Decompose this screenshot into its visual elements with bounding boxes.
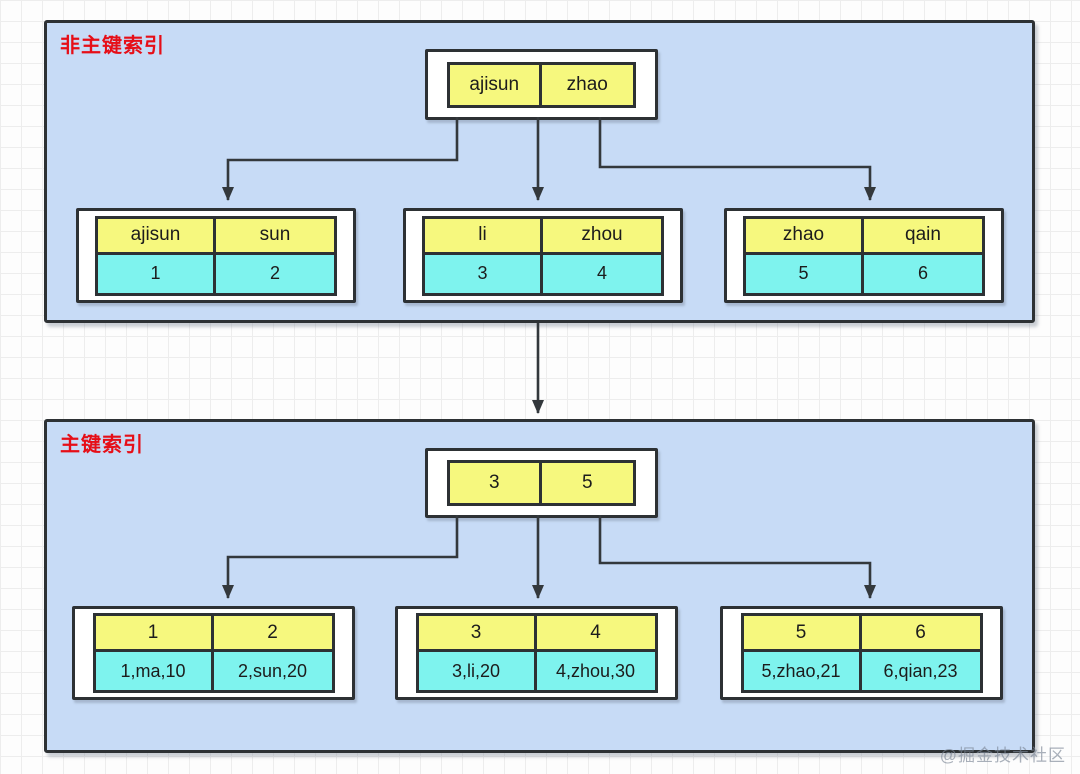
secondary-leaf-node-right: zhao qain 5 6: [724, 208, 1004, 303]
root-cells: 3 5: [447, 460, 636, 506]
primary-root-node: 3 5: [425, 448, 658, 518]
value-cell: 3: [425, 254, 543, 293]
key-cell: 5: [743, 616, 862, 652]
key-cell: ajisun: [98, 218, 216, 255]
value-cell: 4: [543, 254, 661, 293]
primary-leaf-node-left: 1 2 1,ma,10 2,sun,20: [72, 606, 355, 700]
secondary-leaf-node-left: ajisun sun 1 2: [76, 208, 356, 303]
key-cell: qain: [864, 218, 982, 255]
leaf-cells: 5 6 5,zhao,21 6,qian,23: [740, 613, 983, 693]
key-cell: zhou: [543, 218, 661, 255]
key-cell: li: [425, 218, 543, 255]
secondary-leaf-node-middle: li zhou 3 4: [403, 208, 683, 303]
key-cell: 5: [541, 463, 633, 503]
leaf-cells: li zhou 3 4: [422, 215, 664, 296]
key-cell: 2: [213, 616, 332, 652]
value-cell: 5,zhao,21: [743, 652, 862, 690]
key-cell: 3: [450, 463, 542, 503]
secondary-root-node: ajisun zhao: [425, 49, 658, 120]
key-cell: sun: [216, 218, 334, 255]
leaf-cells: 3 4 3,li,20 4,zhou,30: [415, 613, 658, 693]
panel-secondary-index: 非主键索引 ajisun zhao ajisun sun 1 2 li zhou…: [44, 20, 1035, 323]
key-cell: 4: [536, 616, 655, 652]
value-cell: 6,qian,23: [861, 652, 980, 690]
leaf-cells: 1 2 1,ma,10 2,sun,20: [92, 613, 335, 693]
key-cell: zhao: [746, 218, 864, 255]
value-cell: 1,ma,10: [95, 652, 214, 690]
value-cell: 6: [864, 254, 982, 293]
key-cell: 3: [418, 616, 537, 652]
leaf-cells: ajisun sun 1 2: [95, 215, 337, 296]
primary-leaf-node-middle: 3 4 3,li,20 4,zhou,30: [395, 606, 678, 700]
value-cell: 4,zhou,30: [536, 652, 655, 690]
key-cell: ajisun: [450, 64, 542, 105]
leaf-cells: zhao qain 5 6: [743, 215, 985, 296]
panel-label-primary-index: 主键索引: [60, 434, 144, 456]
value-cell: 5: [746, 254, 864, 293]
value-cell: 3,li,20: [418, 652, 537, 690]
key-cell: zhao: [541, 64, 633, 105]
value-cell: 2,sun,20: [213, 652, 332, 690]
key-cell: 6: [861, 616, 980, 652]
panel-primary-index: 主键索引 3 5 1 2 1,ma,10 2,sun,20 3 4 3,li,2…: [44, 419, 1035, 753]
primary-leaf-node-right: 5 6 5,zhao,21 6,qian,23: [720, 606, 1003, 700]
watermark: @掘金技术社区: [939, 746, 1066, 765]
root-cells: ajisun zhao: [447, 61, 636, 108]
panel-label-secondary-index: 非主键索引: [60, 35, 165, 57]
value-cell: 2: [216, 254, 334, 293]
key-cell: 1: [95, 616, 214, 652]
value-cell: 1: [98, 254, 216, 293]
